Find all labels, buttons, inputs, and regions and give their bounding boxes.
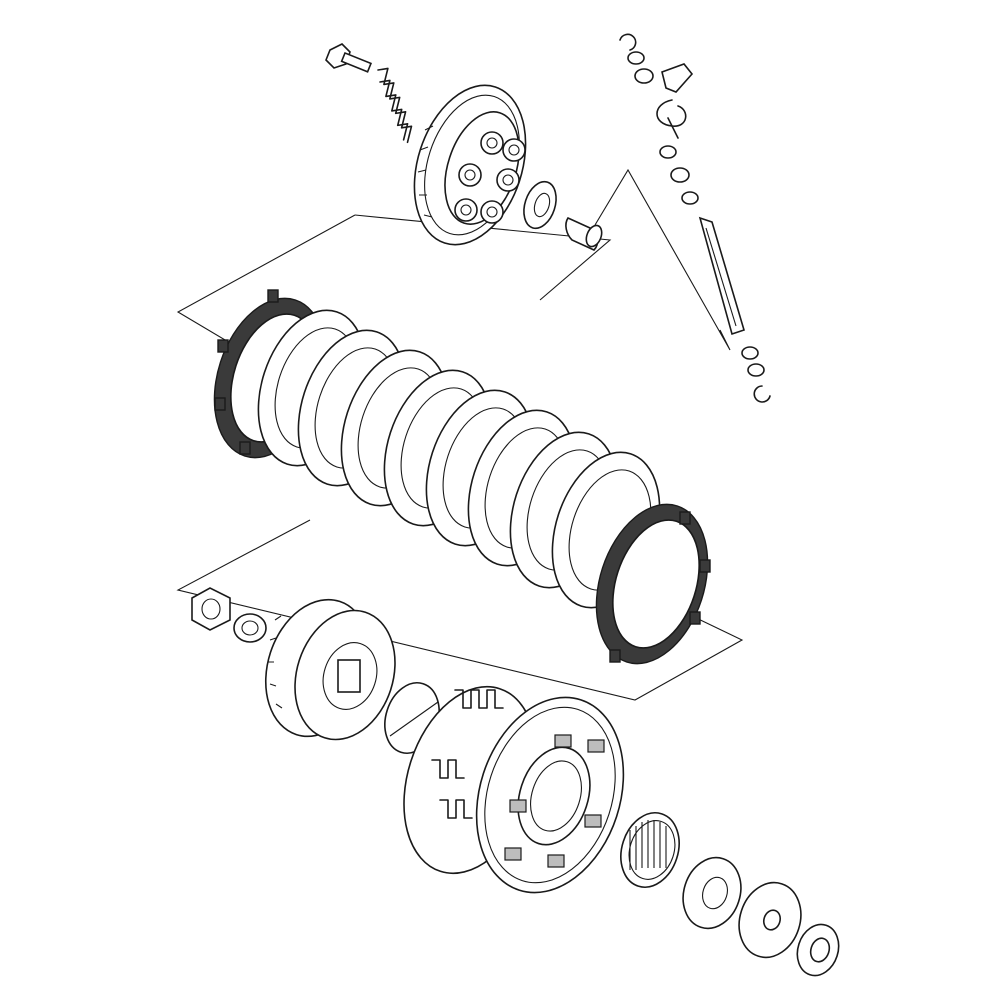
release-shaft-assembly	[619, 33, 771, 403]
thrust-washer-large	[738, 881, 802, 959]
friction-plate	[595, 503, 711, 665]
lock-washer	[233, 613, 267, 643]
release-piece	[565, 216, 603, 251]
clutch-nut	[191, 587, 231, 631]
release-bearing	[523, 180, 557, 230]
primary-driven-gear	[475, 696, 625, 894]
pressure-plate	[413, 84, 527, 246]
bushing-spacer	[682, 856, 742, 930]
clutch-inner-hub	[264, 598, 396, 741]
thrust-washer-small	[796, 923, 840, 977]
clutch-bolt	[325, 43, 373, 73]
damper-spring-windows	[504, 734, 605, 868]
pressure-plate-bosses	[454, 131, 526, 224]
needle-bearing	[620, 812, 680, 888]
plate-stack	[213, 289, 711, 665]
clutch-spring	[377, 67, 413, 144]
